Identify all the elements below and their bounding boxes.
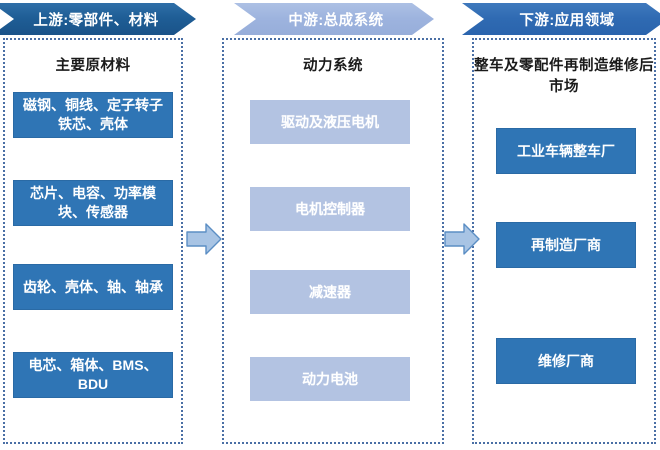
chevron-header-midstream: 中游:总成系统 [234,3,434,35]
midstream-item-0: 驱动及液压电机 [250,100,410,144]
chevron-header-upstream-label: 上游:零部件、材料 [33,12,159,29]
chevron-header-upstream: 上游:零部件、材料 [0,3,196,35]
upstream-item-0: 磁钢、铜线、定子转子铁芯、壳体 [13,92,173,138]
arrow-right-icon-midstream-to-downstream [444,222,480,261]
chevron-header-midstream-label: 中游:总成系统 [288,12,384,29]
upstream-item-3: 电芯、箱体、BMS、BDU [13,352,173,398]
chevron-header-downstream-label: 下游:应用领域 [519,12,615,29]
column-midstream-title: 动力系统 [303,58,363,74]
midstream-item-2: 减速器 [250,270,410,314]
upstream-item-1: 芯片、电容、功率模块、传感器 [13,180,173,226]
downstream-item-2: 维修厂商 [496,338,636,384]
column-downstream-title: 整车及零配件再制造维修后市场 [474,58,654,95]
midstream-item-3: 动力电池 [250,357,410,401]
chevron-header-downstream: 下游:应用领域 [462,3,660,35]
midstream-item-1: 电机控制器 [250,187,410,231]
arrow-right-icon-upstream-to-midstream [186,222,222,261]
upstream-item-2: 齿轮、壳体、轴、轴承 [13,264,173,310]
column-upstream-title: 主要原材料 [55,58,131,74]
downstream-item-0: 工业车辆整车厂 [496,128,636,174]
downstream-item-1: 再制造厂商 [496,222,636,268]
